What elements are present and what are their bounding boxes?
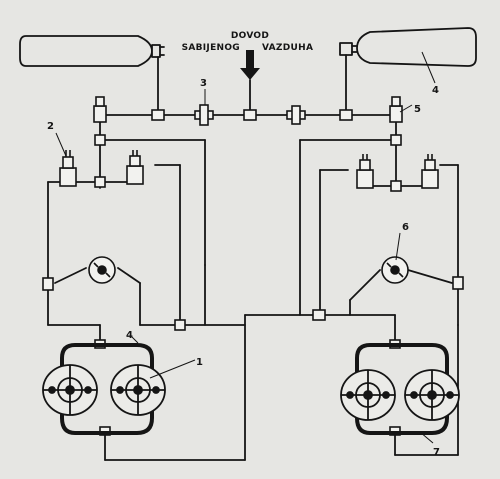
air-supply-arrow xyxy=(240,50,260,80)
air-tank-right xyxy=(339,27,477,67)
check-valve-left xyxy=(194,104,214,126)
relay-valve-left xyxy=(88,256,116,284)
caption-line-2-right: VAZDUHA xyxy=(262,43,313,53)
brake-valve-left-b xyxy=(126,150,144,185)
brake-cylinder-left-a xyxy=(42,364,98,416)
caption-line-2-left: SABIJENOG xyxy=(182,43,240,53)
callout-4-right: 4 xyxy=(432,85,439,96)
brake-cylinder-right-a xyxy=(340,369,396,421)
callout-4-left: 4 xyxy=(126,330,133,341)
air-tank-left xyxy=(19,35,165,67)
callout-6: 6 xyxy=(402,222,409,233)
callout-7: 7 xyxy=(433,447,440,458)
brake-valve-right-a xyxy=(356,154,374,189)
callout-5: 5 xyxy=(414,104,421,115)
callout-2: 2 xyxy=(47,121,54,132)
brake-cylinder-left-b xyxy=(110,364,166,416)
brake-valve-left-a xyxy=(59,150,77,187)
brake-valve-right-b xyxy=(421,154,439,189)
brake-assembly-right xyxy=(340,343,460,435)
relay-valve-right xyxy=(381,256,409,284)
brake-cylinder-right-b xyxy=(404,369,460,421)
callout-1: 1 xyxy=(196,357,203,368)
check-valve-right xyxy=(286,105,306,125)
safety-valve-right xyxy=(389,96,403,123)
caption-line-1: DOVOD xyxy=(231,31,269,41)
brake-assembly-left xyxy=(42,343,166,435)
safety-valve-left xyxy=(93,96,107,123)
callout-3: 3 xyxy=(200,78,207,89)
